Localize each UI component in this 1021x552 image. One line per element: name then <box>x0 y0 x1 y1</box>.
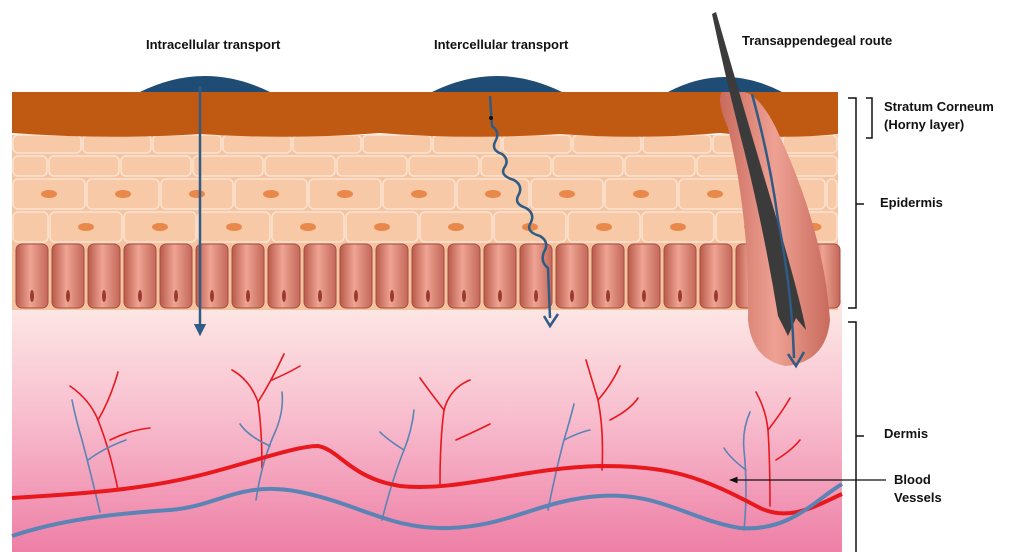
cell-nucleus <box>226 223 242 231</box>
cell-nucleus <box>263 190 279 198</box>
epidermal-cell <box>83 135 151 153</box>
basal-nucleus <box>102 290 106 302</box>
layer-brackets <box>848 98 872 552</box>
epidermal-cell <box>625 156 695 176</box>
cell-nucleus <box>411 190 427 198</box>
basal-nucleus <box>570 290 574 302</box>
dermis-bracket <box>848 322 856 552</box>
stratum-corneum-layer <box>12 92 838 137</box>
epidermal-cell <box>337 156 407 176</box>
intercellular-route-label: Intercellular transport <box>434 37 568 53</box>
epidermal-cell <box>13 156 47 176</box>
basal-nucleus <box>246 290 250 302</box>
basal-nucleus <box>138 290 142 302</box>
basal-nucleus <box>210 290 214 302</box>
basal-nucleus <box>642 290 646 302</box>
epidermal-cell <box>223 135 291 153</box>
epidermal-cell <box>481 156 551 176</box>
cell-nucleus <box>337 190 353 198</box>
drug-reservoirs <box>140 76 782 92</box>
cell-nucleus <box>633 190 649 198</box>
horny-layer-label: (Horny layer) <box>884 117 964 133</box>
cell-nucleus <box>78 223 94 231</box>
basal-nucleus <box>354 290 358 302</box>
epidermal-cell <box>265 156 335 176</box>
cell-nucleus <box>670 223 686 231</box>
epidermal-cell <box>49 156 119 176</box>
basal-nucleus <box>678 290 682 302</box>
keratinocyte-cells <box>13 135 837 242</box>
cell-nucleus <box>448 223 464 231</box>
cell-nucleus <box>559 190 575 198</box>
cell-nucleus <box>485 190 501 198</box>
epidermal-cell <box>13 135 81 153</box>
cell-nucleus <box>189 190 205 198</box>
cell-nucleus <box>41 190 57 198</box>
epidermis-bracket <box>848 98 856 308</box>
basal-nucleus <box>426 290 430 302</box>
epidermal-cell <box>13 212 48 242</box>
cell-nucleus <box>596 223 612 231</box>
basal-nucleus <box>534 290 538 302</box>
epidermis-label: Epidermis <box>880 195 943 211</box>
epidermal-cell <box>643 135 711 153</box>
stratum-corneum-label: Stratum Corneum <box>884 99 994 115</box>
cell-nucleus <box>707 190 723 198</box>
blood-vessels-label-line2: Vessels <box>894 490 942 506</box>
basal-nucleus <box>462 290 466 302</box>
epidermal-cell <box>433 135 501 153</box>
basal-nucleus <box>714 290 718 302</box>
cell-nucleus <box>152 223 168 231</box>
basal-nucleus <box>30 290 34 302</box>
basal-nucleus <box>606 290 610 302</box>
epidermal-cell <box>363 135 431 153</box>
basal-nucleus <box>498 290 502 302</box>
intercellular-start-dot <box>489 116 493 120</box>
basal-nucleus <box>390 290 394 302</box>
epidermal-cell <box>409 156 479 176</box>
epidermal-cell <box>121 156 191 176</box>
transappendageal-route-label: Transappendegeal route <box>742 33 892 49</box>
epidermal-cell <box>783 135 837 153</box>
basal-cell-layer <box>16 244 840 308</box>
intracellular-route-label: Intracellular transport <box>146 37 280 53</box>
epidermal-cell <box>827 179 837 209</box>
epidermal-cell <box>553 156 623 176</box>
cell-nucleus <box>115 190 131 198</box>
cell-nucleus <box>300 223 316 231</box>
epidermal-cell <box>573 135 641 153</box>
basal-nucleus <box>174 290 178 302</box>
epidermal-cell <box>193 156 263 176</box>
epidermal-cell <box>503 135 571 153</box>
basal-nucleus <box>66 290 70 302</box>
dermis-label: Dermis <box>884 426 928 442</box>
blood-vessels-label-line1: Blood <box>894 472 931 488</box>
epidermal-cell <box>153 135 221 153</box>
epidermal-cell <box>293 135 361 153</box>
basal-nucleus <box>318 290 322 302</box>
stratum-corneum-bracket <box>866 98 872 138</box>
basal-nucleus <box>282 290 286 302</box>
cell-nucleus <box>374 223 390 231</box>
